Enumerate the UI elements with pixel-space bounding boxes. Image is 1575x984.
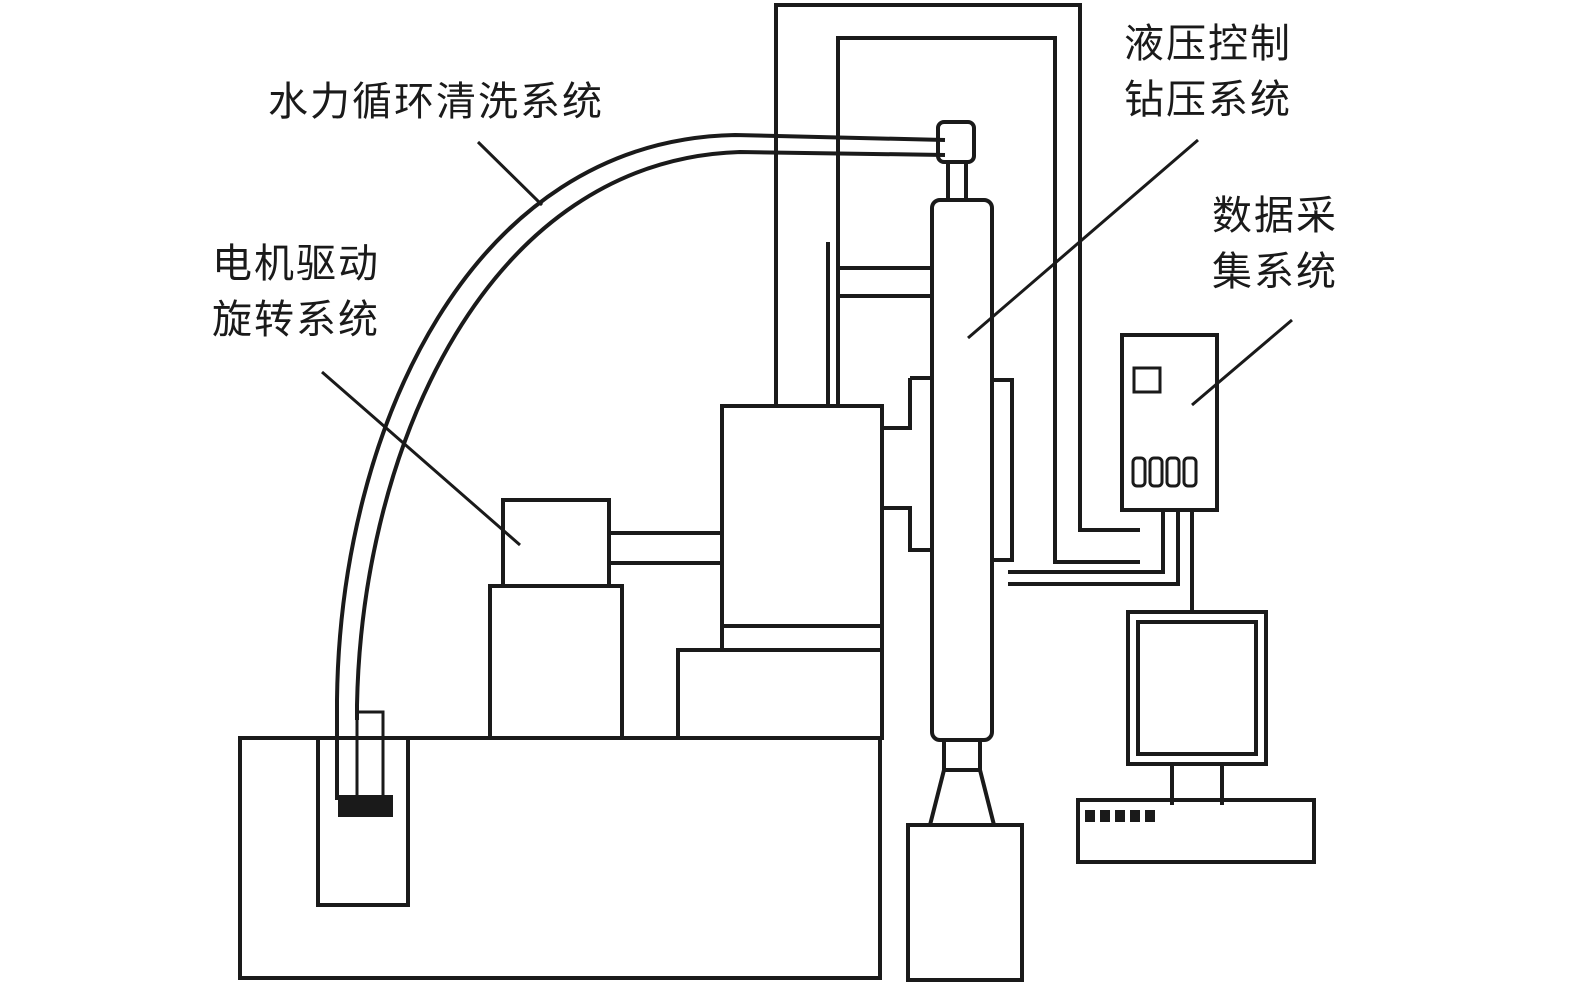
- data-acquisition-box: [1120, 333, 1219, 512]
- leader-lines: [321, 138, 1293, 547]
- support-bars: [826, 242, 930, 406]
- keyboard: [1076, 798, 1316, 864]
- drill-column: [882, 198, 1014, 826]
- label-motor-drive-line1: 电机驱动: [212, 241, 380, 287]
- motor-unit: [488, 498, 624, 740]
- water-pump: [338, 710, 393, 817]
- drive-shaft: [609, 531, 722, 565]
- computer-monitor: [1126, 610, 1268, 805]
- label-water-cleaning-system: 水力循环清洗系统: [268, 79, 604, 125]
- label-data-acquisition-line1: 数据采: [1212, 193, 1338, 239]
- base-tank: [238, 736, 882, 980]
- water-hose: [335, 132, 946, 800]
- label-hydraulic-line1: 液压控制: [1124, 21, 1292, 67]
- swivel-head: [936, 120, 976, 202]
- label-hydraulic-line2: 钻压系统: [1124, 77, 1292, 123]
- column-pedestal: [906, 823, 1024, 982]
- hydraulic-lines: [774, 3, 1194, 612]
- label-motor-drive-line2: 旋转系统: [212, 297, 380, 343]
- label-data-acquisition-line2: 集系统: [1212, 249, 1338, 295]
- gearbox: [676, 404, 884, 740]
